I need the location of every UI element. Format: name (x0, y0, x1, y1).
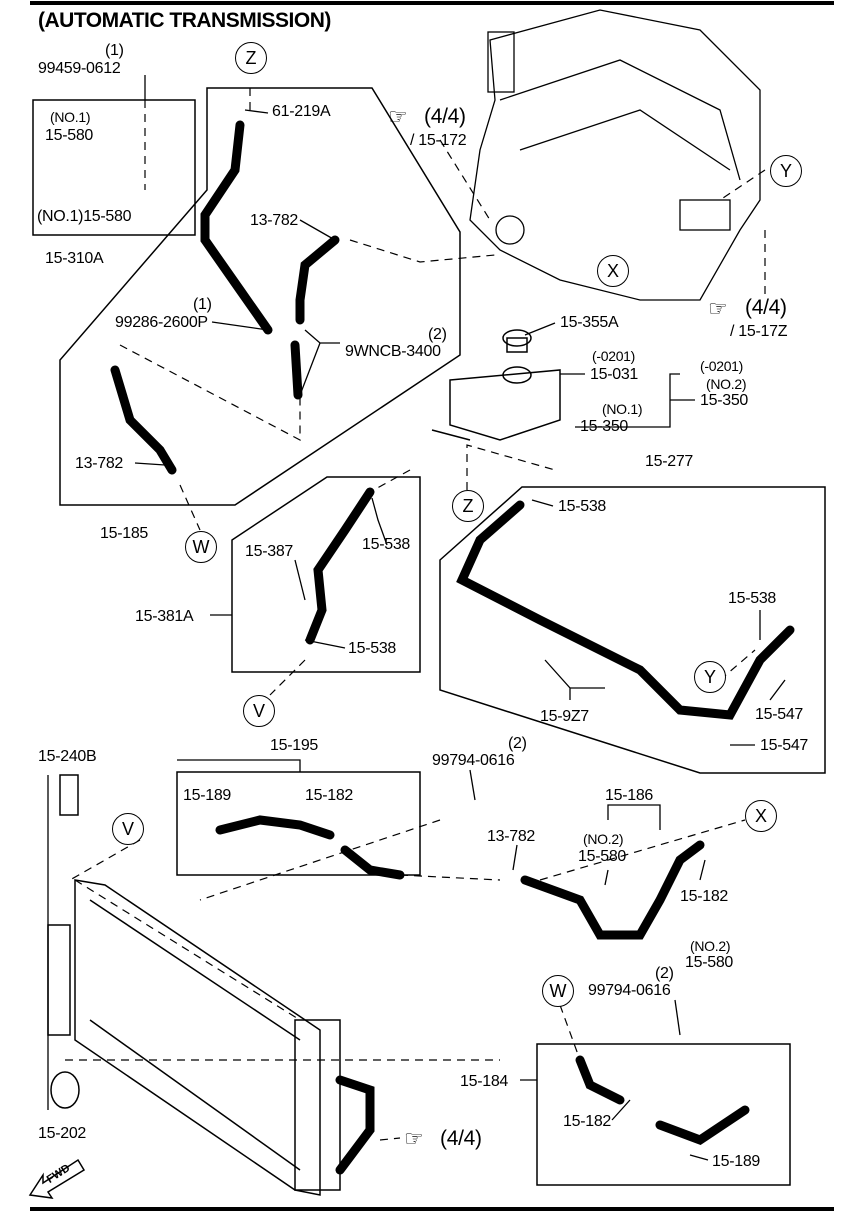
part-note: (-0201) (700, 358, 744, 374)
box-15-310a (32, 99, 196, 236)
part-label: 15-538 (362, 536, 411, 553)
dashed-connections (65, 88, 766, 1141)
part-note: (NO.1) (602, 401, 643, 417)
part-label: 15-9Z7 (540, 708, 589, 725)
part-label: 15-580 (45, 127, 94, 144)
part-label: 61-219A (272, 103, 331, 120)
part-label: 15-202 (38, 1125, 87, 1142)
ref-marker-y: Y (694, 661, 726, 693)
hand-pointer-icon: ☞ (708, 296, 728, 321)
part-label: 13-782 (75, 455, 124, 472)
box-15-195 (176, 771, 421, 876)
part-label: 15-350 (580, 418, 629, 435)
ref-marker-x: X (745, 800, 777, 832)
part-label: 15-182 (563, 1113, 612, 1130)
part-label: 99794-0616 (588, 982, 671, 999)
part-qty: (2) (655, 965, 674, 982)
part-label: 15-538 (728, 590, 777, 607)
part-label: 15-189 (712, 1153, 761, 1170)
part-label: 13-782 (487, 828, 536, 845)
box-15-381a (231, 476, 421, 673)
page-reference: (4/4) (745, 296, 787, 319)
part-label: 9WNCB-3400 (345, 343, 441, 360)
part-label: 99459-0612 (38, 60, 121, 77)
box-15-184 (536, 1043, 791, 1186)
part-label: 15-580 (578, 848, 627, 865)
part-label: 15-350 (700, 392, 749, 409)
part-label: 15-381A (135, 608, 194, 625)
box-15-277 (439, 486, 826, 774)
part-qty: (2) (508, 735, 527, 752)
radiator (47, 774, 341, 1196)
diagram-title: (AUTOMATIC TRANSMISSION) (38, 9, 331, 32)
part-label: 15-580 (685, 954, 734, 971)
ref-marker-x: X (597, 255, 629, 287)
part-label: 15-538 (558, 498, 607, 515)
part-qty: (1) (105, 42, 124, 59)
ref-marker-v: V (243, 695, 275, 727)
part-label: 15-240B (38, 748, 97, 765)
part-label: 15-189 (183, 787, 232, 804)
ref-marker-w: W (542, 975, 574, 1007)
ref-marker-z: Z (235, 42, 267, 74)
part-note: (NO.2) (690, 938, 731, 954)
ref-marker-y: Y (770, 155, 802, 187)
hoses (110, 120, 795, 1175)
page-reference: (4/4) (424, 105, 466, 128)
part-note: (NO.2) (583, 831, 624, 847)
part-label: 15-184 (460, 1073, 509, 1090)
part-label: 15-277 (645, 453, 694, 470)
forward-arrow-icon: FWD (28, 1150, 88, 1200)
part-qty: (1) (193, 296, 212, 313)
part-label: 15-185 (100, 525, 149, 542)
part-qty: (2) (428, 326, 447, 343)
page-reference: (4/4) (440, 1127, 482, 1150)
part-label: 15-310A (45, 250, 104, 267)
box-15-185 (59, 87, 461, 506)
part-label: (NO.1)15-580 (37, 208, 132, 225)
leader-lines (47, 75, 786, 1161)
part-label: 99286-2600P (115, 314, 208, 331)
part-label: 15-182 (680, 888, 729, 905)
part-label: 15-355A (560, 314, 619, 331)
part-label: / 15-172 (410, 132, 467, 149)
ref-marker-z: Z (452, 490, 484, 522)
part-label: 15-538 (348, 640, 397, 657)
part-label: 15-387 (245, 543, 294, 560)
part-label: 13-782 (250, 212, 299, 229)
part-label: 15-186 (605, 787, 654, 804)
part-note: (NO.1) (50, 109, 91, 125)
part-note: (-0201) (592, 348, 636, 364)
coolant-reservoir (431, 329, 561, 441)
part-label: 15-031 (590, 366, 639, 383)
ref-marker-v: V (112, 813, 144, 845)
part-label: 15-195 (270, 737, 319, 754)
hand-pointer-icon: ☞ (388, 104, 408, 129)
part-label: 15-182 (305, 787, 354, 804)
ref-marker-w: W (185, 531, 217, 563)
hand-pointer-icon: ☞ (404, 1126, 424, 1151)
part-label: / 15-17Z (730, 323, 788, 340)
part-label: 99794-0616 (432, 752, 515, 769)
part-label: 15-547 (755, 706, 804, 723)
engine-sketch (469, 9, 761, 301)
part-label: 15-547 (760, 737, 809, 754)
part-note: (NO.2) (706, 376, 747, 392)
